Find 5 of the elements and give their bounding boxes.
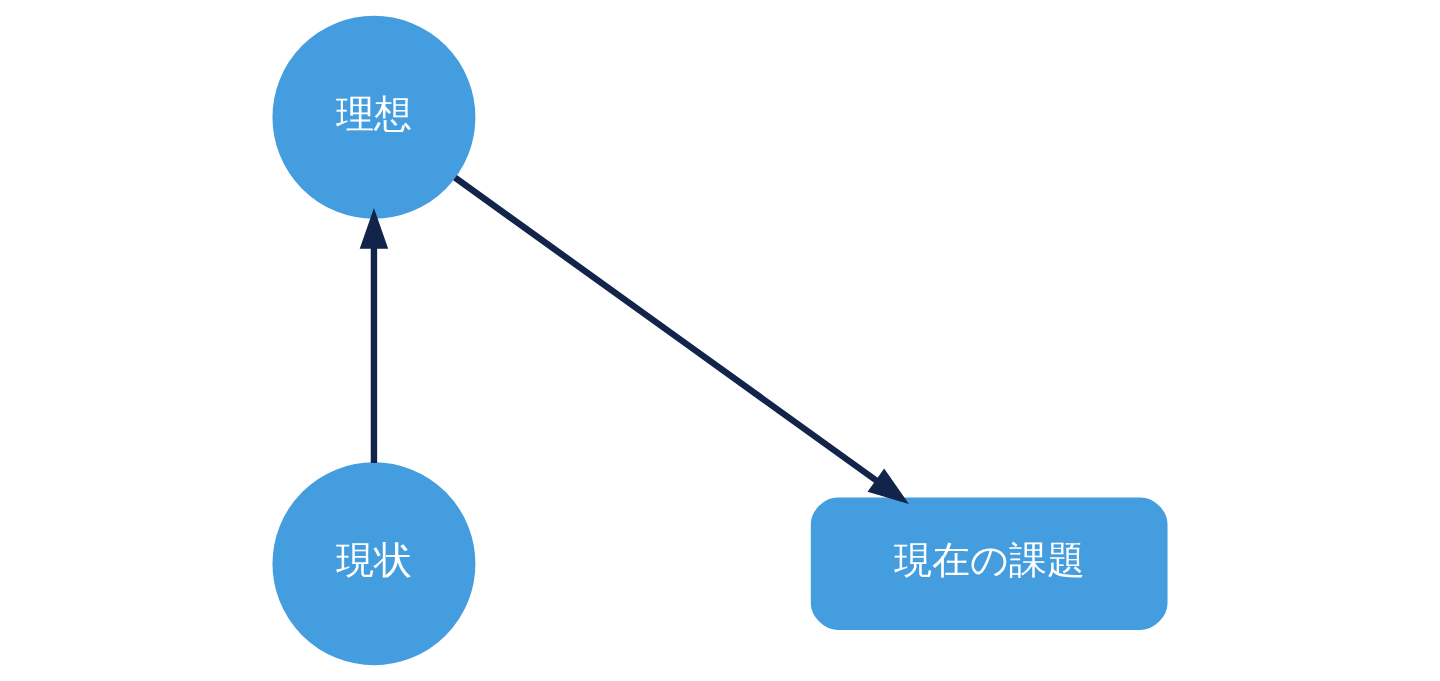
arrow <box>453 175 909 504</box>
node-box: 現在の課題 <box>810 497 1168 630</box>
arrow <box>359 208 389 463</box>
node-circle: 理想 <box>272 15 476 219</box>
node-circle: 現状 <box>272 462 476 666</box>
